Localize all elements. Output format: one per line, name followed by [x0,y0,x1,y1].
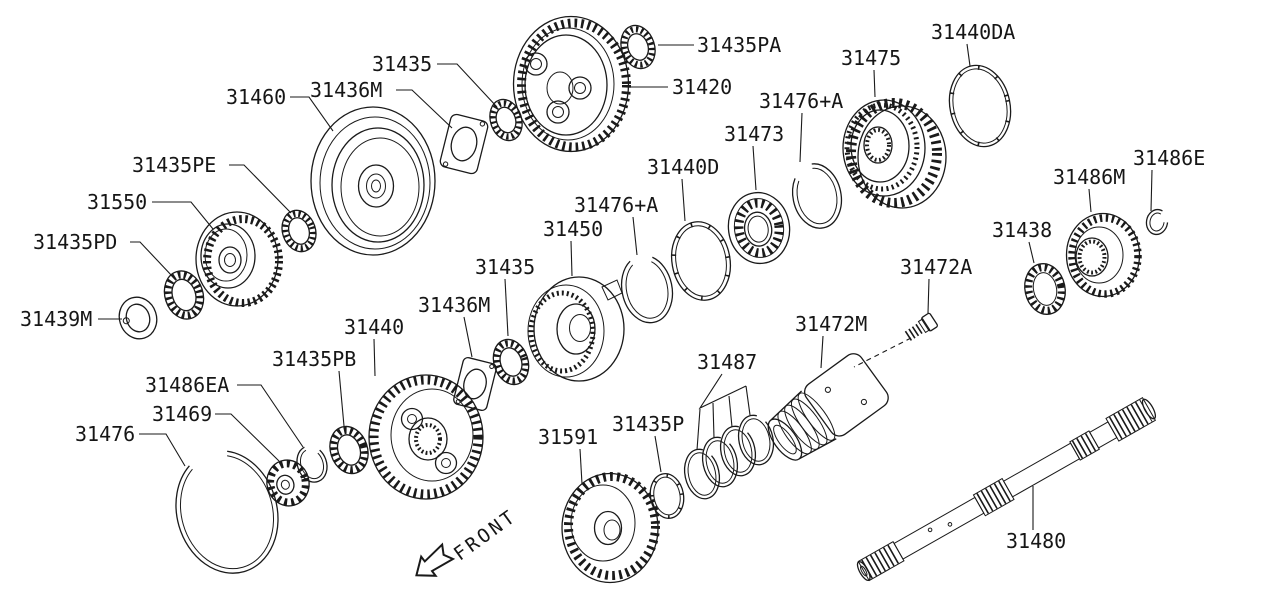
part-ring-31435P [649,473,685,519]
part-snap-ring-31476A-mid [620,254,674,324]
part-label-31435PD: 31435PD [33,230,117,254]
part-label-31472A: 31472A [900,255,972,279]
part-label-31487: 31487 [697,350,757,374]
part-label-31435P: 31435P [612,412,684,436]
part-label-31436M-top: 31436M [310,78,382,102]
part-label-31440DA: 31440DA [931,20,1015,44]
part-snap-ring-31486E [1145,208,1169,236]
part-label-31450: 31450 [543,217,603,241]
part-label-31435-mid: 31435 [475,255,535,279]
part-label-31476: 31476 [75,422,135,446]
part-bearing-31473 [727,191,791,265]
part-label-31472M: 31472M [795,312,867,336]
part-gear-31486M [1065,212,1142,298]
front-label: FRONT [450,505,521,565]
part-label-31476A-mid: 31476+A [574,193,658,217]
part-label-31420: 31420 [672,75,732,99]
part-label-31438: 31438 [992,218,1052,242]
part-label-31440D: 31440D [647,155,719,179]
part-label-31480: 31480 [1006,529,1066,553]
part-governor-31472M [767,353,889,461]
part-thrust-bearing-31435PE [281,209,317,253]
part-label-31435-top: 31435 [372,52,432,76]
part-gear-31591 [561,472,660,584]
part-label-31435PE: 31435PE [132,153,216,177]
part-snap-ring-31476A-top [791,163,843,229]
part-label-31436M-mid: 31436M [418,293,490,317]
part-shaft-31480 [856,397,1157,582]
part-drum-31460 [310,106,436,256]
part-label-31486EA: 31486EA [145,373,229,397]
part-plate-31436M-mid [453,357,497,411]
part-thrust-bearing-31435PA [620,24,656,70]
part-seal-rings-31487 [683,414,775,500]
part-carrier-31440 [368,374,484,500]
part-label-31469: 31469 [152,402,212,426]
part-bolt-31472A [904,312,938,341]
part-thrust-bearing-31435PD [163,270,205,320]
part-label-31440: 31440 [344,315,404,339]
part-plate-31436M-top [439,113,489,175]
part-label-31460: 31460 [226,85,286,109]
part-ring-31440D [670,221,732,301]
part-thrust-bearing-31435PB [329,425,369,475]
part-seal-ring-31439M [118,296,158,340]
part-label-31439M: 31439M [20,307,92,331]
part-gear-31475 [842,98,947,209]
part-snap-ring-31476 [175,450,279,574]
part-label-31591: 31591 [538,425,598,449]
part-thrust-bearing-31435-top [489,98,523,142]
part-label-31550: 31550 [87,190,147,214]
part-label-31475: 31475 [841,46,901,70]
part-bearing-31438 [1024,263,1066,315]
leader-lines [98,43,1153,530]
part-label-31486E: 31486E [1133,146,1205,170]
part-drum-31450 [527,276,625,382]
part-label-31435PB: 31435PB [272,347,356,371]
part-gear-drum-31550 [195,211,283,307]
part-label-31473: 31473 [724,122,784,146]
part-label-31476A-top: 31476+A [759,89,843,113]
part-label-31486M: 31486M [1053,165,1125,189]
part-gear-drum-31420 [512,15,631,153]
part-snap-ring-31486EA [296,445,328,483]
front-arrow-icon [415,542,456,577]
part-ring-31440DA [948,64,1012,148]
part-label-31435PA: 31435PA [697,33,781,57]
part-thrust-bearing-31435-mid [492,338,530,386]
